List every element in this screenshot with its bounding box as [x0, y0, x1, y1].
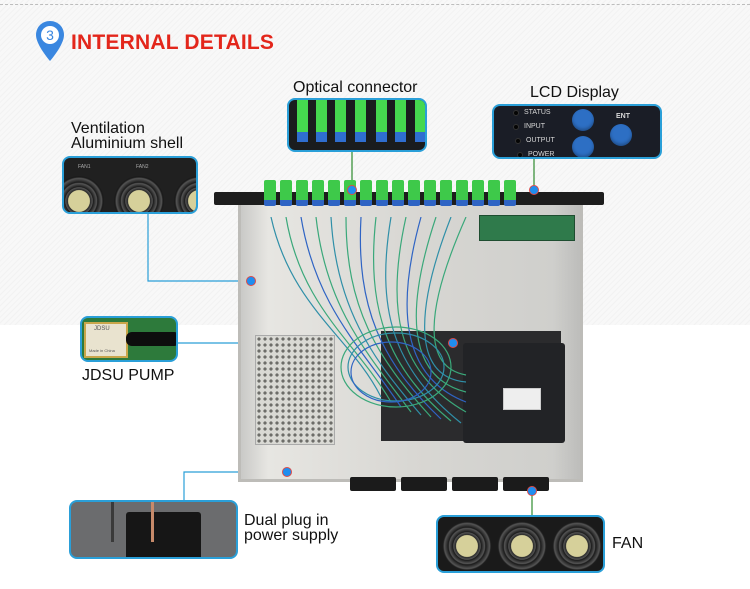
optical-connector-label: Optical connector [293, 79, 418, 96]
module-label [503, 388, 541, 410]
fan-grille-icon [114, 176, 164, 212]
striped-background [0, 0, 750, 325]
down-button[interactable] [572, 136, 594, 157]
optical-connector-inset[interactable] [287, 98, 427, 152]
fan-label: FAN [612, 535, 644, 552]
input-indicator-label: INPUT [524, 123, 545, 130]
pump-fiber-boot [126, 332, 176, 346]
power-supply-label: power supply [244, 527, 339, 544]
up-button[interactable] [572, 109, 594, 131]
ventilation-marker[interactable] [246, 276, 256, 286]
status-led-icon [513, 110, 519, 116]
input-led-icon [513, 124, 519, 130]
rear-fans [350, 477, 549, 491]
power-led-icon [517, 152, 523, 157]
optical-fibers [270, 217, 467, 424]
ventilation-line [147, 212, 251, 282]
made-in-china-text: Made in China [89, 348, 115, 353]
fan2-label: FAN2 [136, 164, 149, 170]
sc-connector-row [264, 180, 516, 206]
output-indicator-label: OUTPUT [526, 137, 555, 144]
optical-connector-marker[interactable] [347, 185, 357, 195]
chassis-photo [214, 180, 604, 491]
fan-marker[interactable] [527, 486, 537, 496]
aluminium-shell-label: Aluminium shell [71, 135, 184, 152]
fan-grille-icon [174, 176, 196, 212]
cable [111, 502, 114, 542]
dual-plug-marker[interactable] [282, 467, 292, 477]
chassis-frame [238, 200, 583, 482]
power-socket [126, 512, 201, 557]
lcd-display-label: LCD Display [530, 84, 619, 101]
dashed-divider [0, 4, 750, 5]
status-indicator-label: STATUS [524, 109, 551, 116]
location-pin-icon: 3 [36, 21, 64, 61]
power-indicator-label: POWER [528, 151, 555, 158]
section-title: INTERNAL DETAILS [71, 31, 275, 54]
ent-button-label: ENT [616, 113, 630, 120]
amplifier-module [463, 343, 565, 443]
output-led-icon [515, 138, 521, 144]
sc-connectors-closeup [297, 100, 425, 142]
ent-button[interactable] [610, 124, 632, 146]
jdsu-pump-inset[interactable]: JDSU Made in China [80, 316, 178, 362]
power-supply-unit [255, 335, 335, 445]
fan-grille-icon [64, 176, 104, 212]
step-number: 3 [46, 27, 54, 43]
control-board [479, 215, 575, 241]
dual-plug-inset[interactable] [69, 500, 238, 559]
ventilation-label: Ventilation [71, 120, 145, 137]
cable [151, 502, 154, 542]
lcd-display-marker[interactable] [529, 185, 539, 195]
fan1-label: FAN1 [78, 164, 91, 170]
pump-chip: JDSU Made in China [84, 322, 128, 358]
jdsu-pump-label: JDSU PUMP [82, 367, 175, 384]
jdsu-pump-marker[interactable] [448, 338, 458, 348]
fan-grille-icon [497, 521, 547, 571]
fan-inset[interactable] [436, 515, 605, 573]
jdsu-chip-text: JDSU [94, 326, 110, 332]
fan-grille-icon [552, 521, 602, 571]
dual-plug-label: Dual plug in [244, 512, 329, 529]
ventilation-inset[interactable]: FAN1 FAN2 [62, 156, 198, 214]
fan-grille-icon [442, 521, 492, 571]
lcd-display-inset[interactable]: STATUS INPUT OUTPUT POWER ENT [492, 104, 662, 159]
